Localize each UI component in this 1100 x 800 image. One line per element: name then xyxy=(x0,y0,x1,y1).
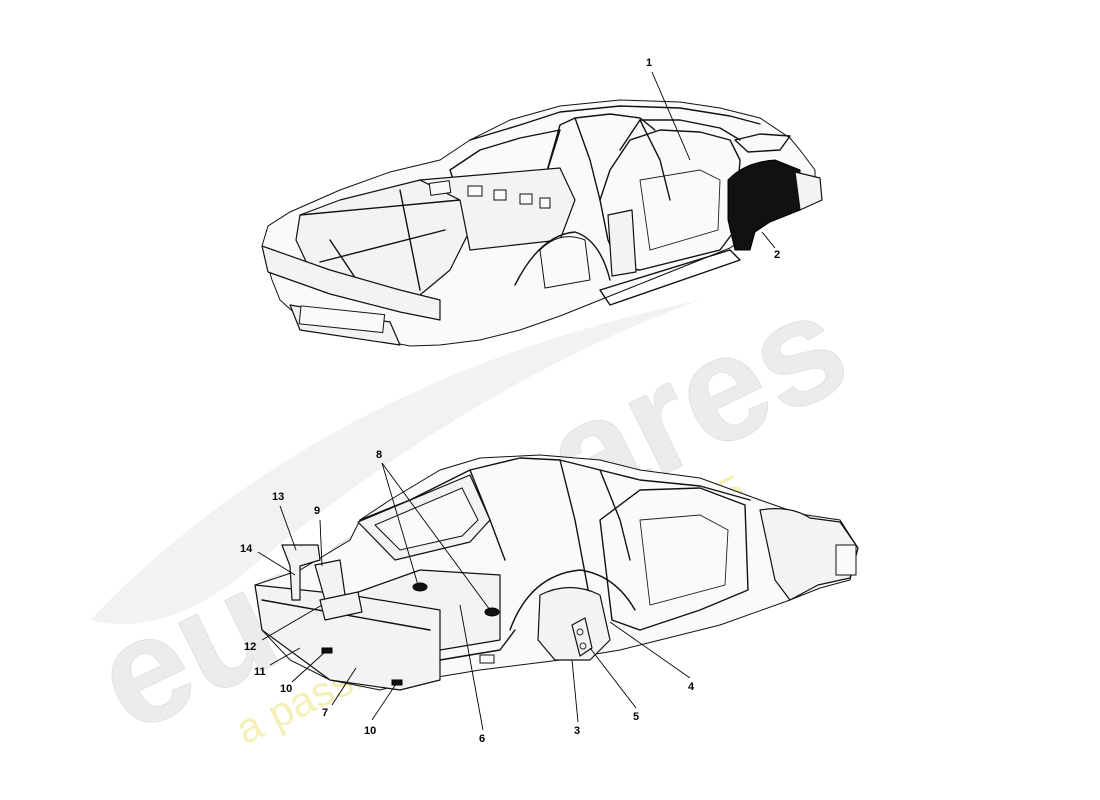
callout-11: 11 xyxy=(254,666,266,678)
callout-1: 1 xyxy=(646,57,652,69)
callout-4: 4 xyxy=(688,681,695,693)
callout-7: 7 xyxy=(322,707,328,719)
callout-9: 9 xyxy=(314,505,320,517)
part-2-highlight xyxy=(727,159,801,251)
callout-10-left: 10 xyxy=(280,683,292,695)
top-body-shell xyxy=(261,99,823,347)
callout-2: 2 xyxy=(774,249,780,261)
watermark-swoosh xyxy=(90,300,700,624)
callout-12: 12 xyxy=(244,641,256,653)
leader-lines xyxy=(257,71,776,731)
callout-14: 14 xyxy=(240,543,253,555)
callout-13: 13 xyxy=(272,491,284,503)
callout-10-right: 10 xyxy=(364,725,376,737)
callout-3: 3 xyxy=(574,725,580,737)
callout-5: 5 xyxy=(633,711,639,723)
callout-6: 6 xyxy=(479,733,485,745)
callouts: 1 2 8 13 9 14 12 11 10 7 10 6 3 5 4 xyxy=(240,57,780,745)
callout-8: 8 xyxy=(376,449,382,461)
bottom-body-shell xyxy=(254,454,859,691)
